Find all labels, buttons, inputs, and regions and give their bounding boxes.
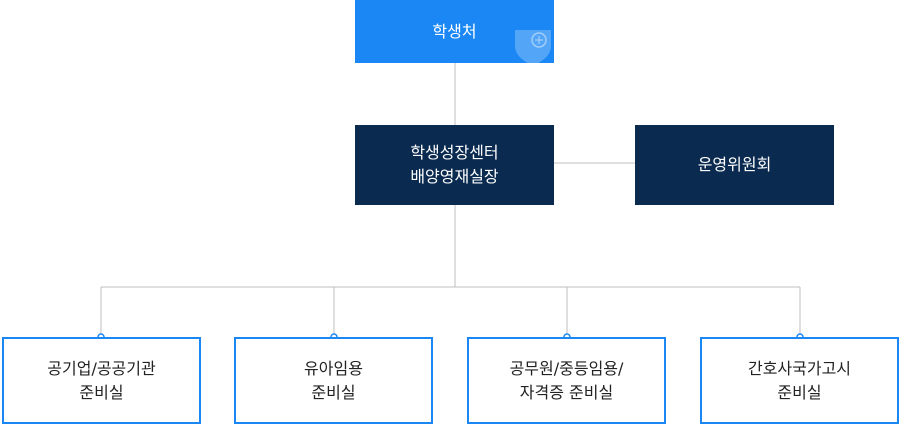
node-steering-committee-label: 운영위원회 bbox=[697, 155, 772, 174]
node-student-affairs-label: 학생처 bbox=[432, 21, 477, 41]
node-growth-center-label: 학생성장센터 배양영재실장 bbox=[410, 143, 499, 186]
node-leaf-3: 공무원/중등임용/ 자격증 준비실 bbox=[467, 337, 666, 424]
node-student-affairs: 학생처 bbox=[355, 0, 554, 63]
node-leaf-2-label: 유아임용 준비실 bbox=[304, 358, 363, 402]
node-leaf-3-label: 공무원/중등임용/ 자격증 준비실 bbox=[509, 358, 624, 402]
node-leaf-4: 간호사국가고시 준비실 bbox=[700, 337, 899, 424]
node-steering-committee: 운영위원회 bbox=[635, 125, 834, 205]
shield-emblem-icon bbox=[515, 30, 551, 66]
node-leaf-4-label: 간호사국가고시 준비실 bbox=[747, 358, 852, 402]
node-leaf-2: 유아임용 준비실 bbox=[234, 337, 433, 424]
node-leaf-1: 공기업/공공기관 준비실 bbox=[2, 337, 201, 424]
node-growth-center: 학생성장센터 배양영재실장 bbox=[355, 125, 554, 205]
node-leaf-1-label: 공기업/공공기관 준비실 bbox=[47, 358, 156, 402]
